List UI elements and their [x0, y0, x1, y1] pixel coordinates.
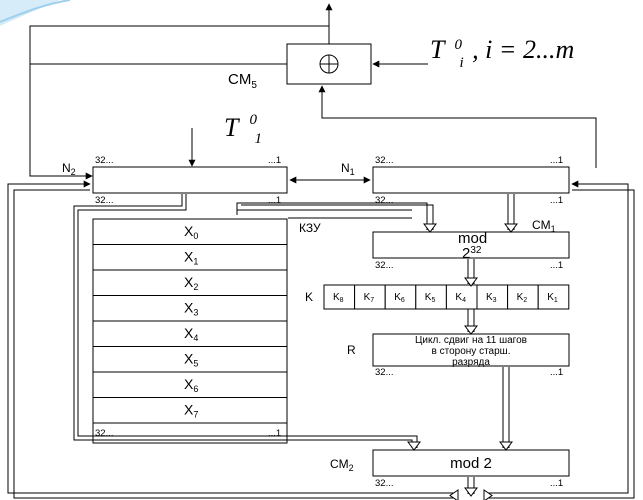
- shift-register-line1: Цикл. сдвиг на 11 шагов: [415, 335, 527, 346]
- adder-cm1-text: mod: [458, 230, 487, 247]
- key-register: K8 K7 K6 K5 K4 K3 K2 K1: [323, 284, 570, 310]
- key-cell-label: K1: [547, 292, 558, 304]
- key-register-label: K: [305, 290, 313, 304]
- key-cell: [415, 284, 447, 310]
- shift-register-r: [372, 333, 570, 367]
- ksu-cell: [92, 320, 288, 347]
- key-cell-label: K4: [455, 292, 466, 304]
- adder-cm1-box: [372, 231, 570, 259]
- n2-bit-high-bottom: 32...: [95, 195, 114, 206]
- key-cell-label: K8: [333, 292, 344, 304]
- shift-register-label: R: [347, 343, 356, 357]
- adder-cm5-label: CM5: [228, 71, 257, 91]
- ksu-cell: [92, 244, 288, 271]
- corner-decoration-line: [0, 0, 71, 23]
- ksu-cell: [92, 346, 288, 373]
- adder-cm1-modulus: 232: [462, 245, 482, 262]
- ksu-cell-label: X0: [184, 223, 198, 241]
- ksu-cell: [92, 269, 288, 296]
- key-cell-label: K3: [486, 292, 497, 304]
- r-bit-low: ...1: [550, 367, 563, 378]
- key-cell: [537, 284, 570, 310]
- register-n1: [372, 166, 570, 194]
- cm1-bit-high: 32...: [375, 260, 394, 271]
- n1-bit-high-bottom: 32...: [375, 195, 394, 206]
- ksu-cell: [92, 295, 288, 322]
- cm2-bit-low: ...1: [550, 478, 563, 489]
- ksu-cell-label: X3: [184, 300, 198, 318]
- adder-cm2-label: CM2: [330, 457, 354, 473]
- ksu-cell: [92, 371, 288, 398]
- ksu-cell-label: X5: [184, 351, 198, 369]
- ksu-cell-label: X2: [184, 274, 198, 292]
- register-n1-label: N1: [341, 161, 355, 177]
- ksu-label: КЗУ: [299, 221, 321, 235]
- ksu-cell-label: X6: [184, 376, 198, 394]
- n1-bit-low-bottom: ...1: [550, 195, 563, 206]
- ksu-cell: [92, 218, 288, 245]
- cm1-bit-low: ...1: [550, 260, 563, 271]
- adder-cm2-text: mod 2: [450, 455, 492, 472]
- cm2-bit-high: 32...: [375, 478, 394, 489]
- shift-register-line2: в сторону старш.: [432, 346, 511, 357]
- ksu-cell-label: X4: [184, 325, 198, 343]
- n1-bit-low: ...1: [550, 155, 563, 166]
- key-cell: [445, 284, 478, 310]
- shift-register-line3: разряда: [452, 357, 490, 368]
- ksu-cell-label: X7: [184, 402, 198, 420]
- key-cell-label: K6: [394, 292, 405, 304]
- ksu-footer: [92, 422, 288, 444]
- key-cell: [354, 284, 386, 310]
- adder-cm1-label: CM1: [532, 218, 556, 234]
- n2-bit-low-bottom: ...1: [268, 195, 281, 206]
- r-bit-high: 32...: [375, 367, 394, 378]
- key-cell-label: K5: [425, 292, 436, 304]
- register-n2: [92, 166, 288, 194]
- register-n2-label: N2: [62, 161, 76, 177]
- key-cell-label: K7: [364, 292, 375, 304]
- n2-bit-low: ...1: [268, 155, 281, 166]
- n2-bit-high: 32...: [95, 155, 114, 166]
- key-cell-label: K2: [517, 292, 528, 304]
- formula-t1: T 0 1: [224, 101, 264, 147]
- key-cell: [384, 284, 417, 310]
- n1-bit-high: 32...: [375, 155, 394, 166]
- formula-ti: T 0 i , i = 2...m: [430, 26, 574, 73]
- ksu-bit-high: 32...: [95, 428, 114, 439]
- ksu-bit-low: ...1: [268, 428, 281, 439]
- adder-cm2-box: [372, 449, 570, 477]
- ksu-cell-label: X1: [184, 249, 198, 267]
- corner-decoration: [0, 0, 60, 26]
